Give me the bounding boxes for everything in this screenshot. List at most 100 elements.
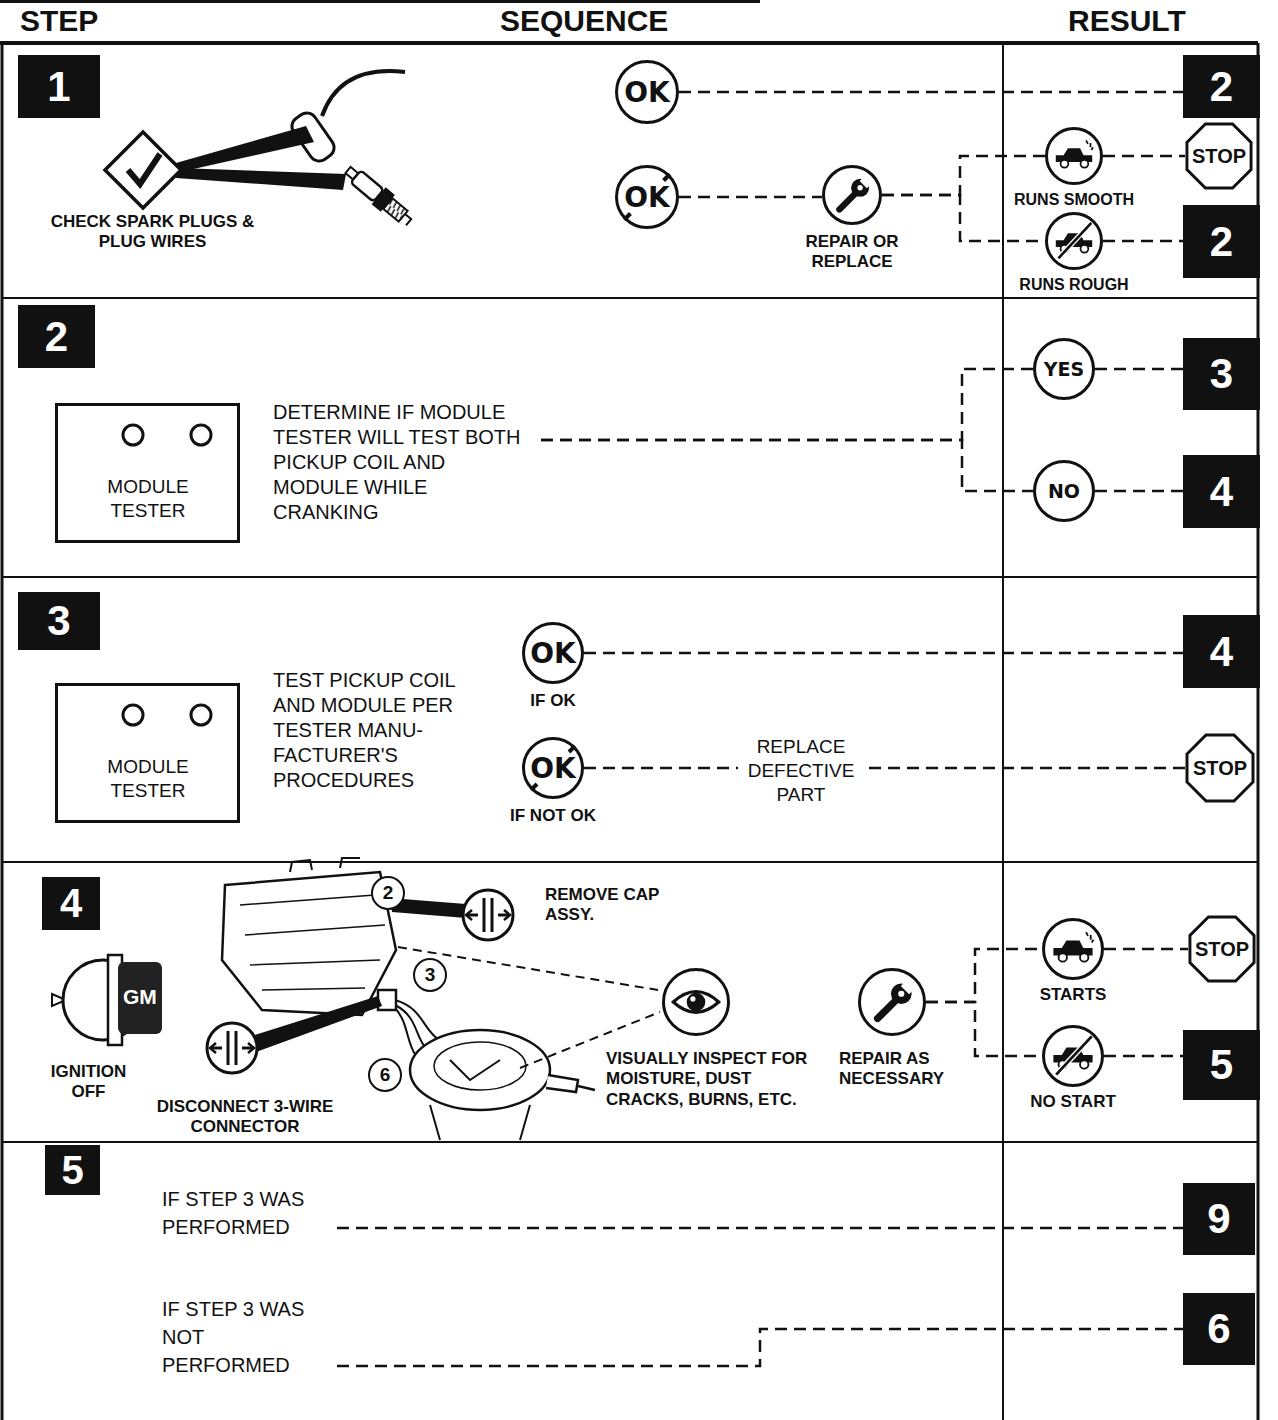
symbol-circle: VISUALLY INSPECT FOR MOISTURE, DUST CRAC… [662, 968, 730, 1036]
header-text: STEP [20, 3, 98, 39]
circle-text: OK [624, 181, 670, 214]
step-number: 6 [1207, 1305, 1230, 1353]
step-number-box: 4 [1183, 615, 1260, 688]
caption: VISUALLY INSPECT FOR MOISTURE, DUST CRAC… [606, 1049, 811, 1110]
circle-text: YES [1044, 358, 1084, 380]
dashed-connector [337, 1227, 1183, 1230]
callout-number: 2 [371, 876, 405, 910]
node-outline [665, 971, 727, 1033]
tester-label: MODULE TESTER [75, 755, 221, 803]
node-outline [878, 1000, 897, 1019]
spark-plug-illustration [105, 132, 181, 208]
instruction-text: DETERMINE IF MODULE TESTER WILL TEST BOT… [273, 400, 535, 525]
step-number: 4 [1210, 468, 1233, 516]
step-number: 2 [45, 313, 68, 361]
caption: IF OK [530, 691, 575, 711]
step-number-box: 3 [1183, 338, 1260, 410]
step-number: 1 [47, 63, 70, 111]
frame-lines [0, 41, 1258, 45]
distributor-illustration [430, 1060, 530, 1140]
node-outline [839, 193, 855, 209]
node-outline [1048, 130, 1100, 182]
dashed-connector [1103, 240, 1183, 243]
condition-text: IF STEP 3 WAS PERFORMED [162, 1185, 337, 1241]
disconnect-symbols [207, 890, 513, 1073]
module-tester-box: MODULE TESTER TEST PICKUP COIL AND MODULE… [55, 668, 489, 822]
dashed-connector [679, 91, 1183, 94]
spark-plug-illustration [176, 168, 346, 190]
stop-text: STOP [1193, 757, 1247, 780]
node-outline [825, 168, 879, 222]
caption: RUNS ROUGH [1019, 275, 1128, 294]
node-outline [1187, 124, 1251, 188]
node-outline [191, 425, 211, 445]
step-number-box: 2 [1183, 55, 1260, 118]
spark-plug-illustration [128, 154, 160, 184]
step-number-box: 4 [42, 877, 100, 930]
connectors [337, 92, 1188, 1366]
disconnect-symbols [212, 1031, 252, 1065]
node-outline [1056, 1036, 1091, 1074]
node-outline [55, 683, 241, 824]
dashed-connector [1103, 155, 1185, 158]
node-outline [1059, 953, 1067, 961]
step-number: 4 [60, 881, 82, 926]
symbol-circle: REPAIR OR REPLACE [822, 165, 882, 225]
step-number-box: 1 [18, 55, 100, 118]
node-outline [123, 705, 143, 725]
stop-sign: STOP [1188, 915, 1256, 983]
node-outline [1056, 1036, 1091, 1074]
node-outline [57, 685, 239, 822]
node-outline [1081, 160, 1089, 168]
node-outline [57, 405, 239, 542]
distributor-illustration [378, 990, 396, 1010]
circle-text: OK [530, 752, 576, 785]
stop-sign: STOP [1185, 733, 1255, 803]
node-outline [1058, 223, 1091, 259]
result-circle: OKIF OK [522, 622, 584, 684]
spark-plug-illustration [105, 71, 416, 230]
distributor-illustration [240, 895, 385, 990]
ignition-switch-illustration [118, 962, 162, 1034]
step-number: 5 [61, 1148, 83, 1193]
frame-lines [2, 297, 1258, 299]
frame-lines [2, 576, 1258, 578]
result-circle: OK [615, 165, 679, 229]
ignition-switch-illustration [52, 955, 162, 1045]
dashed-connector [1104, 948, 1188, 951]
condition-text: IF STEP 3 WAS NOT PERFORMED [162, 1295, 337, 1379]
step-number: 9 [1207, 1195, 1230, 1243]
dashed-connector [541, 440, 1033, 491]
frame-lines [1, 43, 4, 1420]
node-outline [1086, 140, 1093, 150]
dashed-connector [584, 652, 1183, 655]
node-outline [1081, 245, 1089, 253]
step-number: 4 [1210, 628, 1233, 676]
callout-number: 3 [413, 958, 447, 992]
callout-number: 6 [368, 1058, 402, 1092]
disconnect-symbols [207, 1023, 257, 1073]
stop-text: STOP [1192, 145, 1246, 168]
disconnect-symbols [252, 996, 382, 1052]
symbol-circle: NO START [1042, 1025, 1104, 1087]
instruction-text: TEST PICKUP COIL AND MODULE PER TESTER M… [273, 668, 483, 793]
frame-lines [0, 0, 760, 3]
node-outline [1080, 1060, 1088, 1068]
symbol-circle: REPAIR AS NECESSARY [858, 968, 926, 1036]
step-number: 2 [1210, 63, 1233, 111]
result-circle: NO [1033, 460, 1095, 522]
caption: STARTS [1040, 985, 1107, 1005]
symbol-circle: RUNS ROUGH [1045, 212, 1103, 270]
caption: NO START [1030, 1092, 1116, 1112]
dashed-connector [679, 196, 822, 199]
symbol-circle: RUNS SMOOTH [1045, 127, 1103, 185]
distributor-illustration [578, 1086, 595, 1090]
spark-plug-illustration [383, 198, 407, 222]
node-outline [55, 403, 241, 544]
node-outline [1045, 921, 1101, 977]
result-circle: OKIF NOT OK [522, 737, 584, 799]
node-outline [673, 992, 718, 1013]
step-number: 5 [1210, 1041, 1233, 1089]
